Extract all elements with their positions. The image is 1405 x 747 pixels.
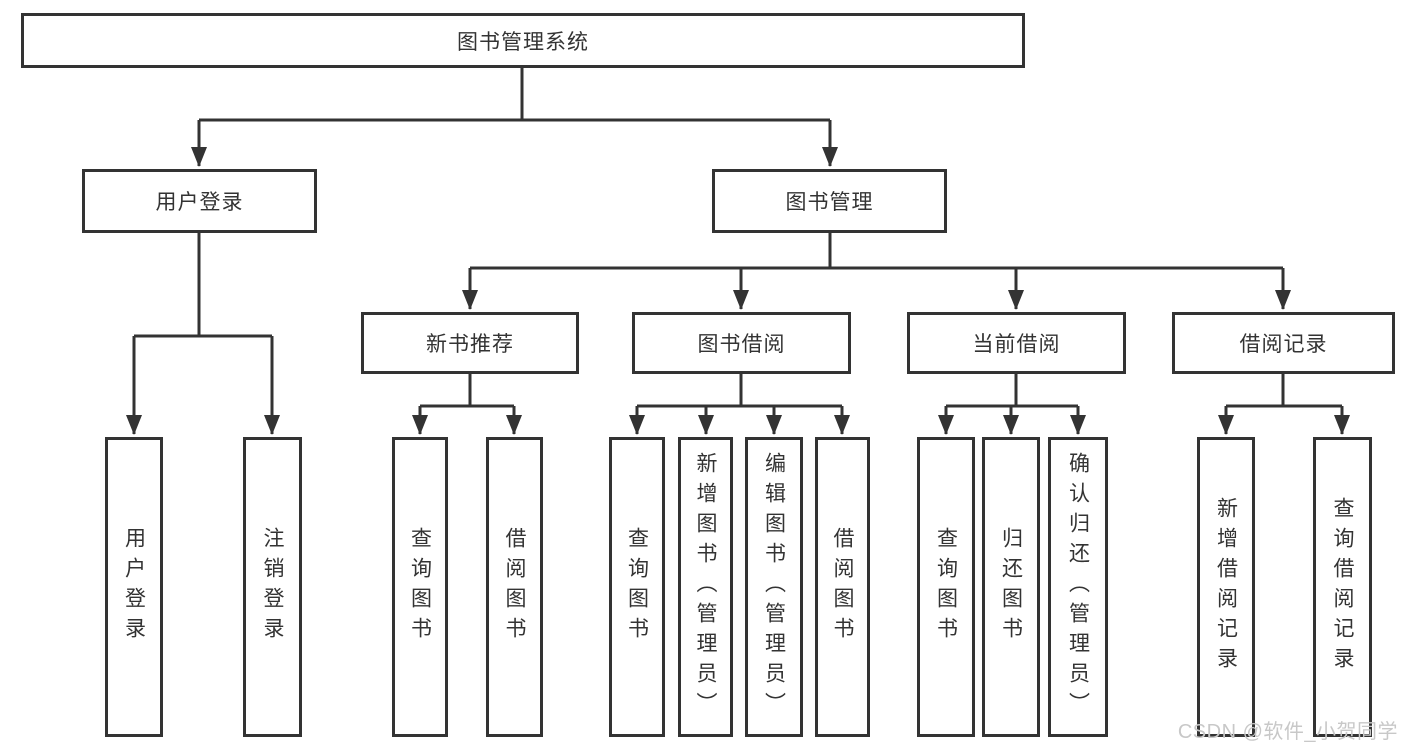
leaf-current-query-books-label: 查询图书 xyxy=(934,527,958,647)
leaf-recommend-query-books-label: 查询图书 xyxy=(408,527,432,647)
leaf-logout: 注销登录 xyxy=(243,437,302,737)
node-user-login: 用户登录 xyxy=(82,169,317,233)
leaf-current-confirm-return-admin: 确认归还（管理员） xyxy=(1048,437,1108,737)
node-new-book-recommend: 新书推荐 xyxy=(361,312,579,374)
leaf-recommend-borrow-books-label: 借阅图书 xyxy=(503,527,526,647)
leaf-records-query-borrow-record: 查询借阅记录 xyxy=(1313,437,1372,737)
connector-root-to-level2 xyxy=(191,66,838,167)
connector-current-borrowing-to-leaves xyxy=(938,374,1086,435)
leaf-borrowing-query-books-label: 查询图书 xyxy=(625,527,649,647)
node-borrowing-records-label: 借阅记录 xyxy=(1239,333,1328,356)
leaf-borrowing-edit-books-admin-label: 编辑图书（管理员） xyxy=(762,452,786,722)
leaf-records-query-borrow-record-label: 查询借阅记录 xyxy=(1331,497,1354,677)
leaf-user-login-label: 用户登录 xyxy=(122,527,146,647)
connector-user-login-to-leaves xyxy=(126,233,280,435)
leaf-borrowing-add-books-admin-label: 新增图书（管理员） xyxy=(694,452,717,722)
leaf-records-add-borrow-record-label: 新增借阅记录 xyxy=(1214,497,1238,677)
node-library-management-system: 图书管理系统 xyxy=(21,13,1025,68)
connector-book-management-to-level3 xyxy=(462,233,1291,310)
node-borrowing-records: 借阅记录 xyxy=(1172,312,1395,374)
connector-borrowing-records-to-leaves xyxy=(1218,374,1350,435)
leaf-current-return-books-label: 归还图书 xyxy=(999,527,1023,647)
leaf-current-query-books: 查询图书 xyxy=(917,437,975,737)
node-book-borrowing-label: 图书借阅 xyxy=(697,333,786,356)
watermark: CSDN @软件_小贺同学 xyxy=(1177,721,1398,743)
node-current-borrowing: 当前借阅 xyxy=(907,312,1126,374)
node-library-management-system-label: 图书管理系统 xyxy=(457,30,589,54)
leaf-current-confirm-return-admin-label: 确认归还（管理员） xyxy=(1066,452,1090,722)
leaf-user-login: 用户登录 xyxy=(105,437,163,737)
leaf-recommend-borrow-books: 借阅图书 xyxy=(486,437,543,737)
node-user-login-label: 用户登录 xyxy=(155,191,244,214)
leaf-current-return-books: 归还图书 xyxy=(982,437,1040,737)
leaf-borrowing-query-books: 查询图书 xyxy=(609,437,665,737)
leaf-records-add-borrow-record: 新增借阅记录 xyxy=(1197,437,1255,737)
node-book-management-label: 图书管理 xyxy=(785,191,874,214)
node-new-book-recommend-label: 新书推荐 xyxy=(426,333,514,356)
leaf-logout-label: 注销登录 xyxy=(261,527,284,647)
node-current-borrowing-label: 当前借阅 xyxy=(972,333,1061,356)
connector-book-borrowing-to-leaves xyxy=(629,374,850,435)
connector-new-book-recommend-to-leaves xyxy=(412,374,522,435)
leaf-borrowing-add-books-admin: 新增图书（管理员） xyxy=(678,437,733,737)
leaf-borrowing-edit-books-admin: 编辑图书（管理员） xyxy=(745,437,803,737)
leaf-recommend-query-books: 查询图书 xyxy=(392,437,448,737)
leaf-borrowing-borrow-books: 借阅图书 xyxy=(815,437,870,737)
node-book-borrowing: 图书借阅 xyxy=(632,312,851,374)
node-book-management: 图书管理 xyxy=(712,169,947,233)
leaf-borrowing-borrow-books-label: 借阅图书 xyxy=(831,527,854,647)
